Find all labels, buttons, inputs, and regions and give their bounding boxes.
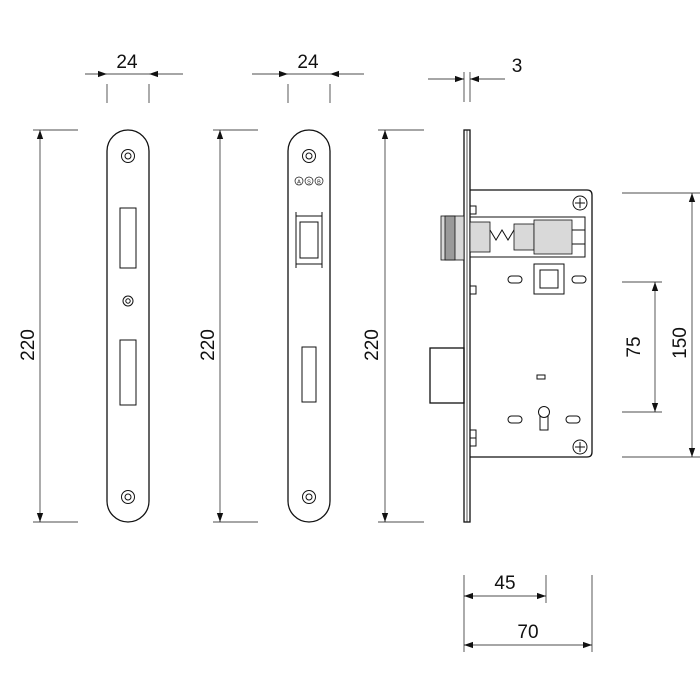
dim-45: 45 [463, 573, 547, 652]
asb-marking: A S B [294, 176, 324, 186]
dim-3: 3 [428, 56, 522, 102]
dim-24-middle: 24 [252, 52, 364, 103]
dim-label-75: 75 [624, 336, 645, 357]
dim-75: 75 [622, 281, 662, 413]
dim-label-3: 3 [512, 56, 523, 77]
dim-label-45: 45 [494, 573, 515, 594]
dim-label-220-right: 220 [362, 329, 383, 361]
dim-label-150: 150 [670, 327, 691, 359]
dim-150: 150 [622, 192, 700, 458]
svg-text:B: B [317, 180, 321, 186]
dim-70: 70 [464, 575, 593, 652]
svg-text:S: S [307, 180, 311, 186]
dim-label-24-left: 24 [116, 52, 138, 73]
svg-text:A: A [297, 180, 301, 186]
dim-label-220-left: 220 [18, 329, 39, 361]
dim-label-220-middle: 220 [198, 329, 219, 361]
dim-24-left: 24 [85, 52, 183, 103]
dim-label-70: 70 [517, 622, 538, 643]
left-faceplate [106, 129, 150, 523]
dim-220-left: 220 [18, 129, 78, 523]
middle-faceplate: A S B [287, 129, 331, 523]
dim-220-right: 220 [362, 129, 424, 523]
lock-side-view [429, 129, 593, 523]
dim-220-middle: 220 [198, 129, 258, 523]
dim-label-24-middle: 24 [297, 52, 319, 73]
